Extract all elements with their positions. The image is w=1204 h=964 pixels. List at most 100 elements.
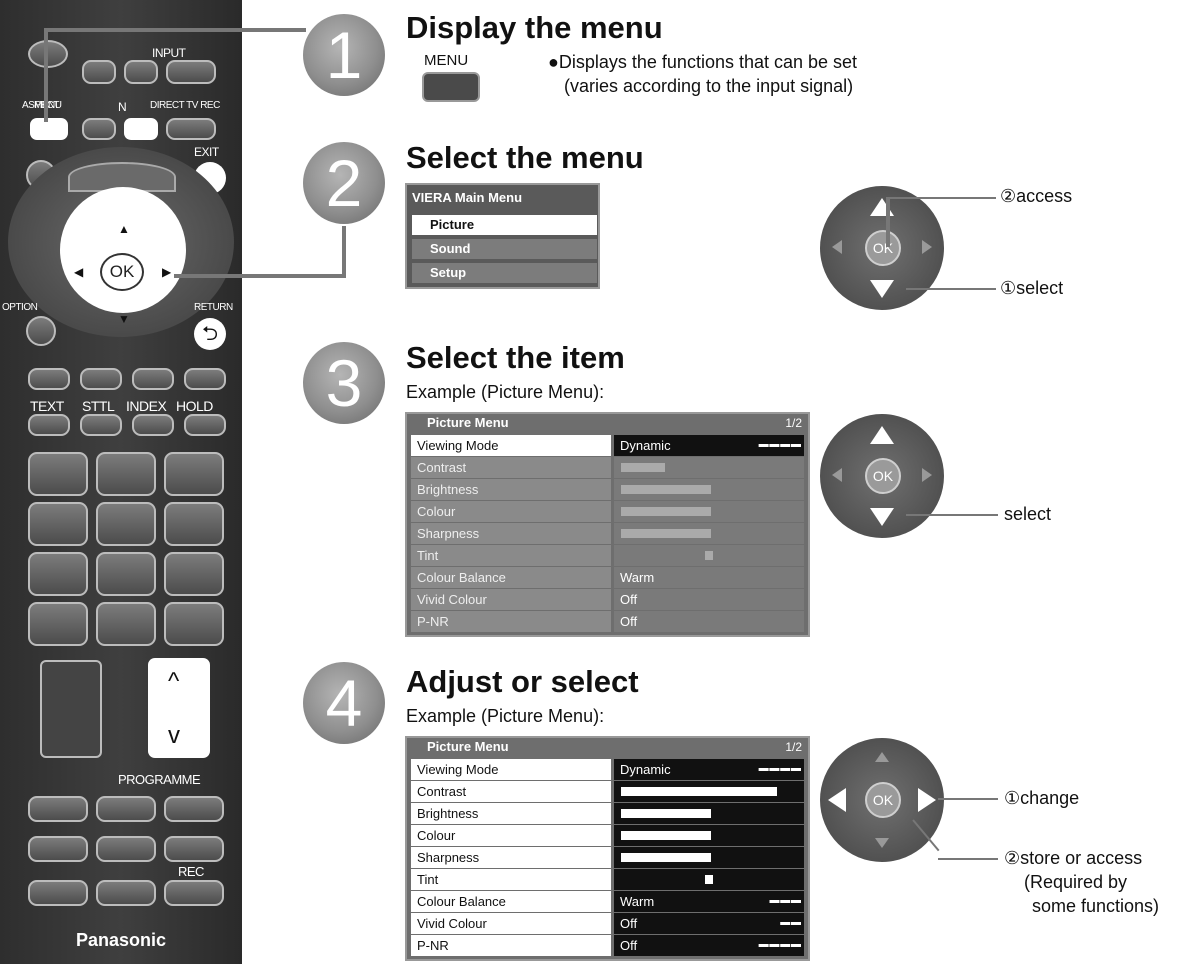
option-button[interactable] (26, 316, 56, 346)
number-button[interactable] (164, 602, 224, 646)
remote-button[interactable] (82, 60, 116, 84)
contrast-bar (621, 787, 777, 796)
down-arrow-icon[interactable] (870, 280, 894, 298)
hold-label: HOLD (176, 398, 213, 414)
menu-row-colour[interactable]: Colour (411, 501, 806, 522)
menu-row-colour-balance[interactable]: Colour Balance Warm (411, 567, 806, 588)
number-button[interactable] (28, 452, 88, 496)
picture-menu-step3: Picture Menu 1/2 Viewing Mode Dynamic ▬ … (405, 412, 810, 637)
text-button[interactable] (28, 414, 70, 436)
index-button[interactable] (132, 414, 174, 436)
menu-row-contrast[interactable]: Contrast (411, 457, 806, 478)
colour-button[interactable] (80, 368, 122, 390)
volume-button[interactable] (40, 660, 102, 758)
right-arrow-icon[interactable] (922, 240, 932, 254)
menu-row-vivid-colour[interactable]: Vivid Colour Off ▬ ▬ (411, 913, 806, 934)
remote-button[interactable] (28, 796, 88, 822)
ok-button[interactable]: OK (100, 253, 144, 291)
menu-row-brightness[interactable]: Brightness (411, 479, 806, 500)
number-button[interactable] (164, 502, 224, 546)
down-arrow-icon[interactable] (875, 838, 889, 848)
remote-button[interactable] (28, 880, 88, 906)
left-arrow-icon[interactable] (832, 468, 842, 482)
down-arrow-icon[interactable] (870, 508, 894, 526)
menu-button-icon (422, 72, 480, 102)
menu-row-vivid-colour[interactable]: Vivid Colour Off (411, 589, 806, 610)
main-menu-panel: VIERA Main Menu Picture Sound Setup (405, 183, 600, 289)
menu-row-contrast[interactable]: Contrast (411, 781, 806, 802)
programme-down-icon[interactable]: v (168, 722, 180, 749)
remote-button[interactable] (164, 836, 224, 862)
remote-button[interactable] (96, 836, 156, 862)
programme-up-icon[interactable]: ^ (168, 668, 180, 695)
colour-button[interactable] (184, 368, 226, 390)
up-arrow-icon[interactable] (875, 752, 889, 762)
number-button[interactable] (164, 552, 224, 596)
return-button[interactable]: ⮌ (194, 318, 226, 350)
remote-button[interactable] (96, 880, 156, 906)
remote-button[interactable] (164, 796, 224, 822)
number-button[interactable] (96, 502, 156, 546)
up-arrow-icon[interactable] (870, 426, 894, 444)
menu-row-colour[interactable]: Colour (411, 825, 806, 846)
menu-row-tint[interactable]: Tint (411, 545, 806, 566)
down-arrow-icon[interactable]: ▼ (118, 312, 130, 326)
scale-dots: ▬ ▬ (780, 917, 801, 928)
direct-tv-rec-button[interactable] (166, 118, 216, 140)
ok-button[interactable]: OK (865, 230, 901, 266)
number-button[interactable] (96, 602, 156, 646)
ok-button[interactable]: OK (865, 782, 901, 818)
main-menu-item-setup[interactable]: Setup (412, 263, 597, 283)
ok-button[interactable]: OK (865, 458, 901, 494)
menu-row-viewing-mode[interactable]: Viewing Mode Dynamic ▬ ▬ ▬ ▬ (411, 759, 806, 780)
menu-row-brightness[interactable]: Brightness (411, 803, 806, 824)
connector-line (342, 226, 346, 278)
connector-line (938, 858, 998, 860)
menu-row-sharpness[interactable]: Sharpness (411, 847, 806, 868)
left-arrow-icon[interactable]: ◀ (74, 265, 84, 279)
number-button[interactable] (28, 552, 88, 596)
menu-row-viewing-mode[interactable]: Viewing Mode Dynamic ▬ ▬ ▬ ▬ (411, 435, 806, 456)
rec-button[interactable] (164, 880, 224, 906)
programme-rocker[interactable] (148, 658, 210, 758)
step-2-badge: 2 (303, 142, 385, 224)
up-arrow-icon[interactable]: ▲ (118, 222, 130, 236)
input-button[interactable] (166, 60, 216, 84)
direct-tv-rec-label: DIRECT TV REC (150, 100, 220, 111)
connector-line (938, 798, 998, 800)
up-arrow-icon[interactable] (870, 198, 894, 216)
remote-button[interactable] (96, 796, 156, 822)
main-menu-item-sound[interactable]: Sound (412, 239, 597, 259)
tint-marker (705, 875, 713, 884)
menu-row-colour-balance[interactable]: Colour Balance Warm ▬ ▬ ▬ (411, 891, 806, 912)
number-button[interactable] (164, 452, 224, 496)
colour-button[interactable] (132, 368, 174, 390)
menu-row-p-nr[interactable]: P-NR Off (411, 611, 806, 632)
right-arrow-icon[interactable]: ▶ (162, 265, 172, 279)
n-button[interactable] (124, 118, 158, 140)
number-button[interactable] (96, 452, 156, 496)
remote-button[interactable] (124, 60, 158, 84)
connector-line (906, 288, 996, 290)
number-button[interactable] (28, 502, 88, 546)
number-button[interactable] (28, 602, 88, 646)
menu-row-tint[interactable]: Tint (411, 869, 806, 890)
menu-button[interactable] (30, 118, 68, 140)
n-label: N (118, 100, 127, 114)
colour-button[interactable] (28, 368, 70, 390)
number-button[interactable] (96, 552, 156, 596)
main-menu-item-picture[interactable]: Picture (412, 215, 597, 235)
right-arrow-icon[interactable] (918, 788, 936, 812)
left-arrow-icon[interactable] (828, 788, 846, 812)
remote-button[interactable] (82, 118, 116, 140)
sttl-button[interactable] (80, 414, 122, 436)
remote-button[interactable] (28, 836, 88, 862)
step-1-desc-line1: ●Displays the functions that can be set (548, 52, 858, 72)
power-button[interactable] (28, 40, 68, 68)
step-3-badge: 3 (303, 342, 385, 424)
menu-row-sharpness[interactable]: Sharpness (411, 523, 806, 544)
left-arrow-icon[interactable] (832, 240, 842, 254)
menu-row-p-nr[interactable]: P-NR Off ▬ ▬ ▬ ▬ (411, 935, 806, 956)
hold-button[interactable] (184, 414, 226, 436)
right-arrow-icon[interactable] (922, 468, 932, 482)
